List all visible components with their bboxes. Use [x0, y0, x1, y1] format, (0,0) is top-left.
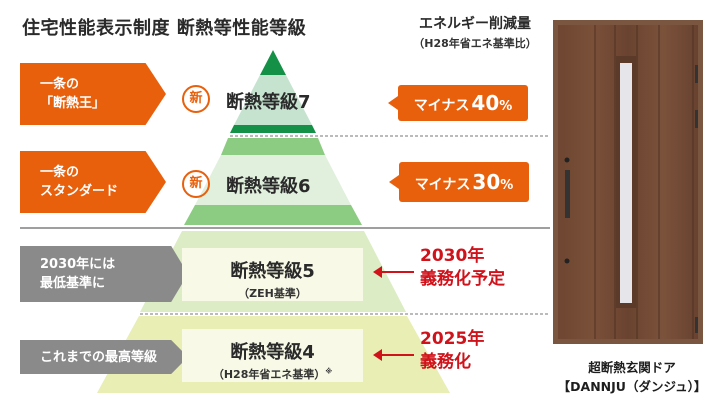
- new-badge-icon: 新: [182, 170, 210, 198]
- mandate-status: 義務化: [420, 352, 471, 372]
- pyramid-tier-grade6-top: [221, 138, 325, 155]
- front-door-illustration: [553, 20, 703, 344]
- grade7-label: 断熱等級7: [226, 92, 311, 113]
- tag-previous-highest: これまでの最高等級: [20, 340, 188, 374]
- mandate-2025: 2025年 義務化: [420, 328, 484, 374]
- pyramid-tier-grade6-body: [195, 155, 351, 205]
- door-image: [553, 20, 703, 344]
- tag-line: スタンダード: [40, 184, 119, 199]
- pyramid-tier-grade7-body: [234, 75, 312, 125]
- pyramid-tier-grade7-band: [230, 125, 316, 133]
- tag-2030-minimum: 2030年には 最低基準に: [20, 246, 188, 302]
- mandate-year: 2025年: [420, 329, 485, 349]
- tag-line: 一条の: [40, 77, 80, 92]
- reduction-unit: %: [500, 178, 514, 193]
- reduction-value: 40: [471, 91, 500, 115]
- grade4-label: 断熱等級4: [230, 342, 315, 363]
- page-title: 住宅性能表示制度 断熱等性能等級: [22, 18, 307, 39]
- pyramid-tier-grade6-band: [184, 205, 362, 225]
- left-arrow-icon: [373, 349, 414, 361]
- grade4-sublabel: （H28年省エネ基準）※: [182, 366, 363, 382]
- reduction-prefix: マイナス: [413, 98, 470, 114]
- grade4-box: 断熱等級4 （H28年省エネ基準）※: [182, 329, 363, 382]
- grade5-label: 断熱等級5: [230, 261, 315, 282]
- grade5-sublabel: （ZEH基準）: [238, 287, 307, 300]
- mandate-year: 2030年: [420, 246, 485, 266]
- tag-line: 最低基準に: [40, 276, 106, 291]
- tag-line: これまでの最高等級: [40, 349, 158, 365]
- reduction-value: 30: [472, 170, 501, 194]
- grade6-label: 断熱等級6: [226, 176, 311, 197]
- mandate-status: 義務化予定: [420, 269, 505, 289]
- tag-line: 一条の: [40, 165, 80, 180]
- product-model: 【DANNJU（ダンジュ）】: [557, 379, 707, 394]
- grade5-box: 断熱等級5 （ZEH基準）: [182, 248, 363, 301]
- tag-ichijo-dannetsu-ou: 一条の 「断熱王」: [20, 63, 166, 125]
- grade4-sublabel-text: （H28年省エネ基準）: [212, 368, 326, 381]
- tag-line: 「断熱王」: [40, 96, 106, 111]
- reduction-prefix: マイナス: [414, 177, 471, 193]
- product-name: 超断熱玄関ドア: [588, 360, 676, 375]
- pyramid-tier-grade7-top: [260, 50, 286, 75]
- energy-reduction-heading: エネルギー削減量: [419, 16, 531, 32]
- new-badge-icon: 新: [182, 85, 210, 113]
- reduction-unit: %: [499, 99, 513, 114]
- tag-ichijo-standard: 一条の スタンダード: [20, 151, 166, 213]
- mandate-2030: 2030年 義務化予定: [420, 245, 505, 291]
- energy-reduction-subheading: （H28年省エネ基準比）: [413, 37, 537, 50]
- left-arrow-icon: [373, 266, 414, 278]
- tag-line: 2030年には: [40, 257, 116, 272]
- footnote-mark: ※: [325, 367, 333, 376]
- door-caption: 超断熱玄関ドア 【DANNJU（ダンジュ）】: [542, 358, 722, 396]
